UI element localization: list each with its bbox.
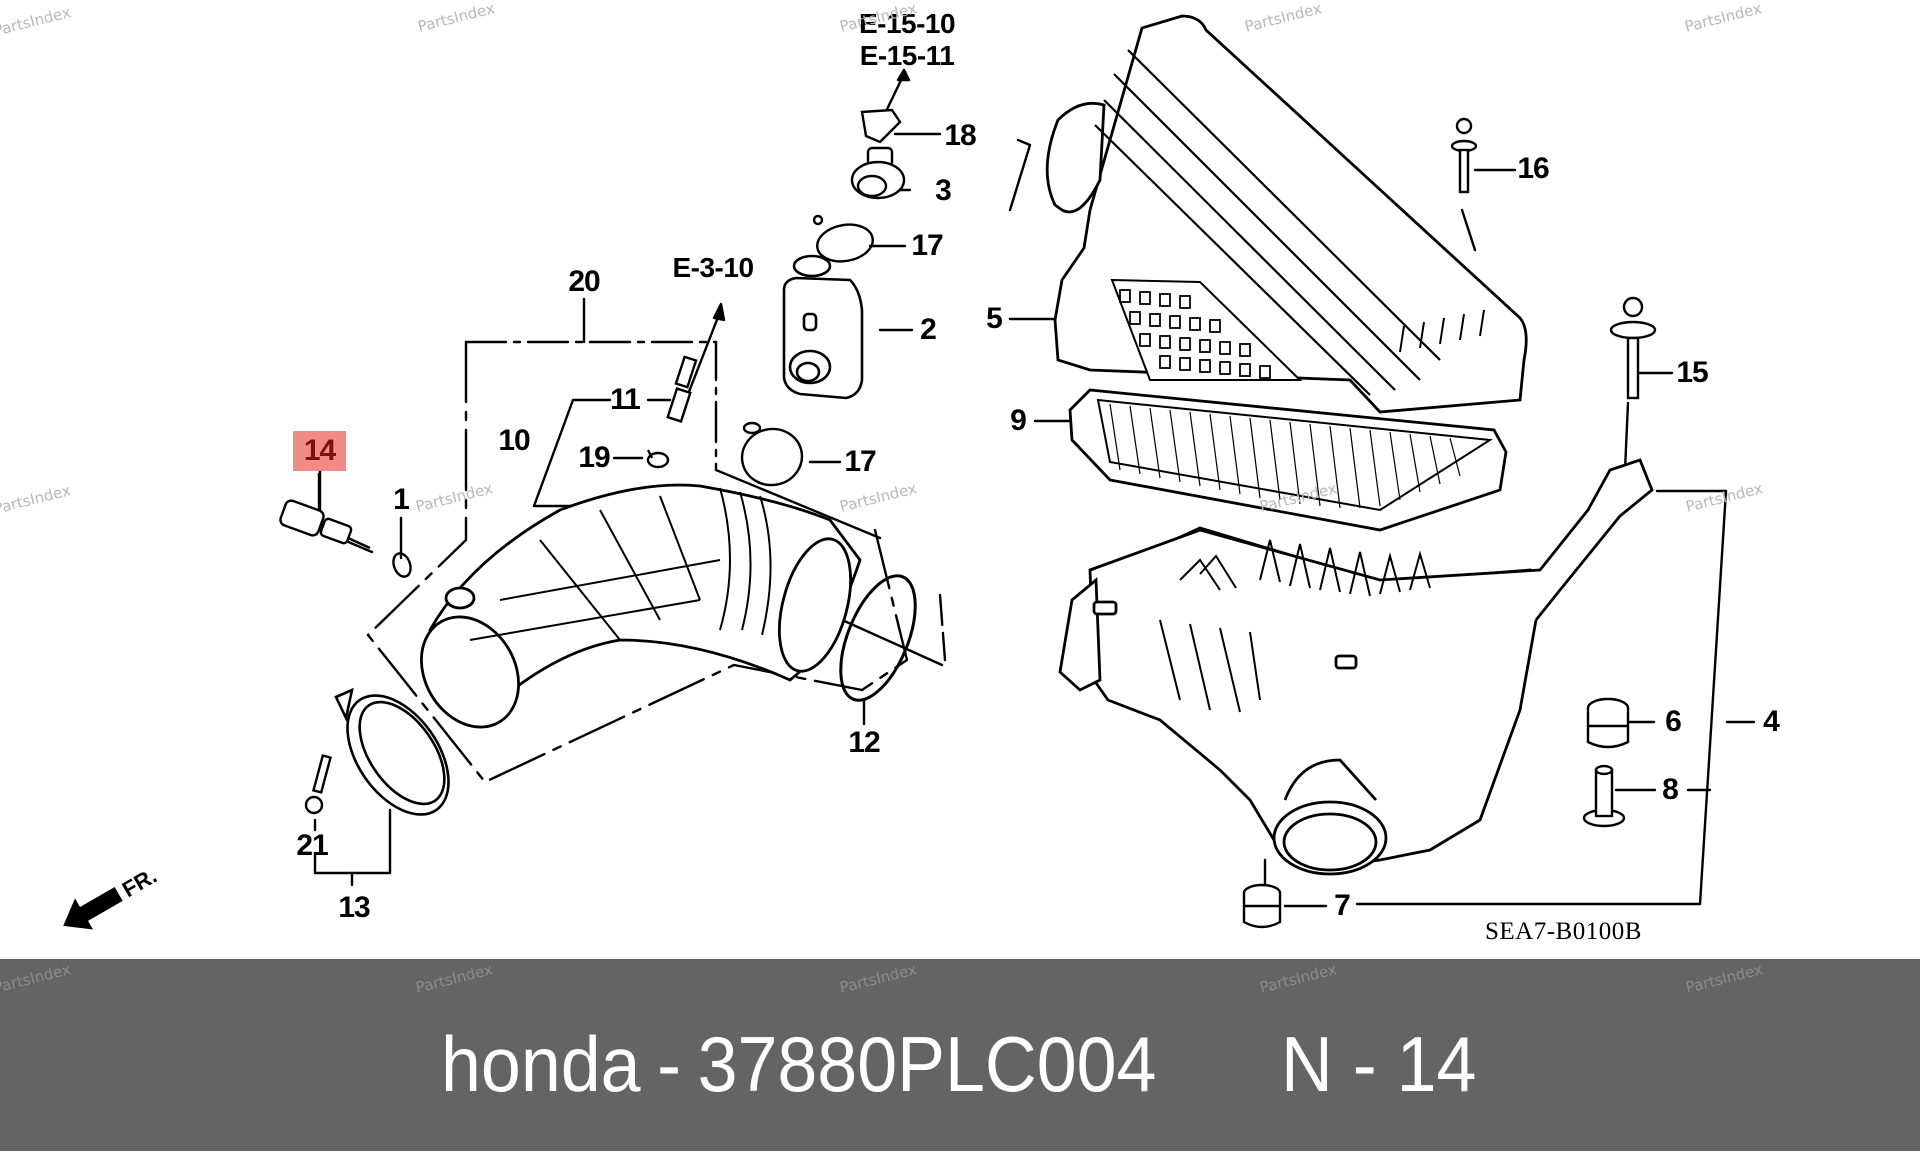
part-4-lower-housing	[1058, 458, 1654, 876]
callout-15[interactable]: 15	[1676, 356, 1708, 389]
part-18-connector	[860, 108, 902, 144]
title-separator: -	[657, 1020, 682, 1108]
callout-12[interactable]: 12	[848, 726, 880, 759]
callout-8[interactable]: 8	[1662, 773, 1679, 806]
part-7-cushion	[1242, 883, 1282, 929]
highlighted-callout-14[interactable]: 14	[293, 431, 346, 471]
part-19-clip	[646, 449, 670, 469]
callout-17-upper[interactable]: 17	[911, 229, 943, 262]
arrow-left-down-icon: FR.	[63, 863, 161, 930]
part-6-cushion	[1586, 697, 1630, 749]
callout-20[interactable]: 20	[568, 265, 600, 298]
drawing-code: SEA7-B0100B	[1485, 918, 1642, 945]
part-14-sensor	[279, 473, 371, 550]
callout-19[interactable]: 19	[578, 441, 610, 474]
part-15-bolt	[1609, 296, 1657, 400]
callout-7[interactable]: 7	[1334, 889, 1351, 922]
part-16-screw	[1450, 117, 1478, 194]
reference-e-15-11[interactable]: E-15-11	[859, 40, 955, 71]
watermark: PartsIndex	[1257, 960, 1339, 997]
fr-label: FR.	[118, 863, 161, 902]
exploded-view-drawing	[279, 14, 1756, 929]
banner-title: honda - 37880PLC004	[441, 1024, 1156, 1104]
callout-17-lower[interactable]: 17	[844, 445, 876, 478]
callout-3[interactable]: 3	[935, 174, 952, 207]
part-2-resonator	[782, 254, 864, 400]
part-number[interactable]: 37880PLC004	[697, 1020, 1157, 1108]
diagram-position: N - 14	[1281, 1024, 1476, 1104]
part-17-clamp-upper	[812, 214, 874, 263]
watermark: PartsIndex	[1683, 960, 1765, 997]
callout-5[interactable]: 5	[986, 302, 1003, 335]
part-11-nipple	[666, 355, 698, 423]
part-10-intake-hose	[420, 483, 862, 729]
part-21-bolt	[304, 754, 332, 815]
callout-2[interactable]: 2	[920, 313, 937, 346]
callout-9[interactable]: 9	[1010, 404, 1027, 437]
part-8-collar	[1582, 764, 1626, 828]
callout-6[interactable]: 6	[1665, 705, 1682, 738]
callout-11[interactable]: 11	[610, 383, 641, 416]
part-info-banner: PartsIndex PartsIndex PartsIndex PartsIn…	[0, 959, 1920, 1151]
callout-16[interactable]: 16	[1517, 152, 1549, 185]
part-1-clip	[392, 552, 412, 578]
callout-18[interactable]: 18	[944, 119, 976, 152]
reference-e-15-10[interactable]: E-15-10	[858, 8, 956, 39]
callout-4[interactable]: 4	[1763, 705, 1780, 738]
watermark: PartsIndex	[413, 960, 495, 997]
parts-diagram: E-15-10 E-15-11 E-3-10 1 2 3 4 5 6 7 8 9…	[0, 0, 1780, 945]
part-3-valve	[850, 146, 906, 200]
callout-1[interactable]: 1	[393, 483, 410, 516]
watermark: PartsIndex	[0, 960, 73, 997]
callout-13[interactable]: 13	[338, 891, 370, 924]
brand-name: honda	[441, 1020, 641, 1108]
part-17-clamp-lower	[740, 421, 804, 487]
part-9-filter-element	[1068, 388, 1508, 532]
position-label: N - 14	[1281, 1020, 1477, 1108]
callout-21[interactable]: 21	[296, 829, 328, 862]
callout-10[interactable]: 10	[498, 424, 530, 457]
part-13-band-clamp	[334, 687, 450, 816]
watermark: PartsIndex	[837, 960, 919, 997]
part-12-o-ring	[839, 574, 917, 702]
part-5-upper-housing	[1045, 14, 1528, 414]
reference-e-3-10[interactable]: E-3-10	[672, 252, 754, 283]
